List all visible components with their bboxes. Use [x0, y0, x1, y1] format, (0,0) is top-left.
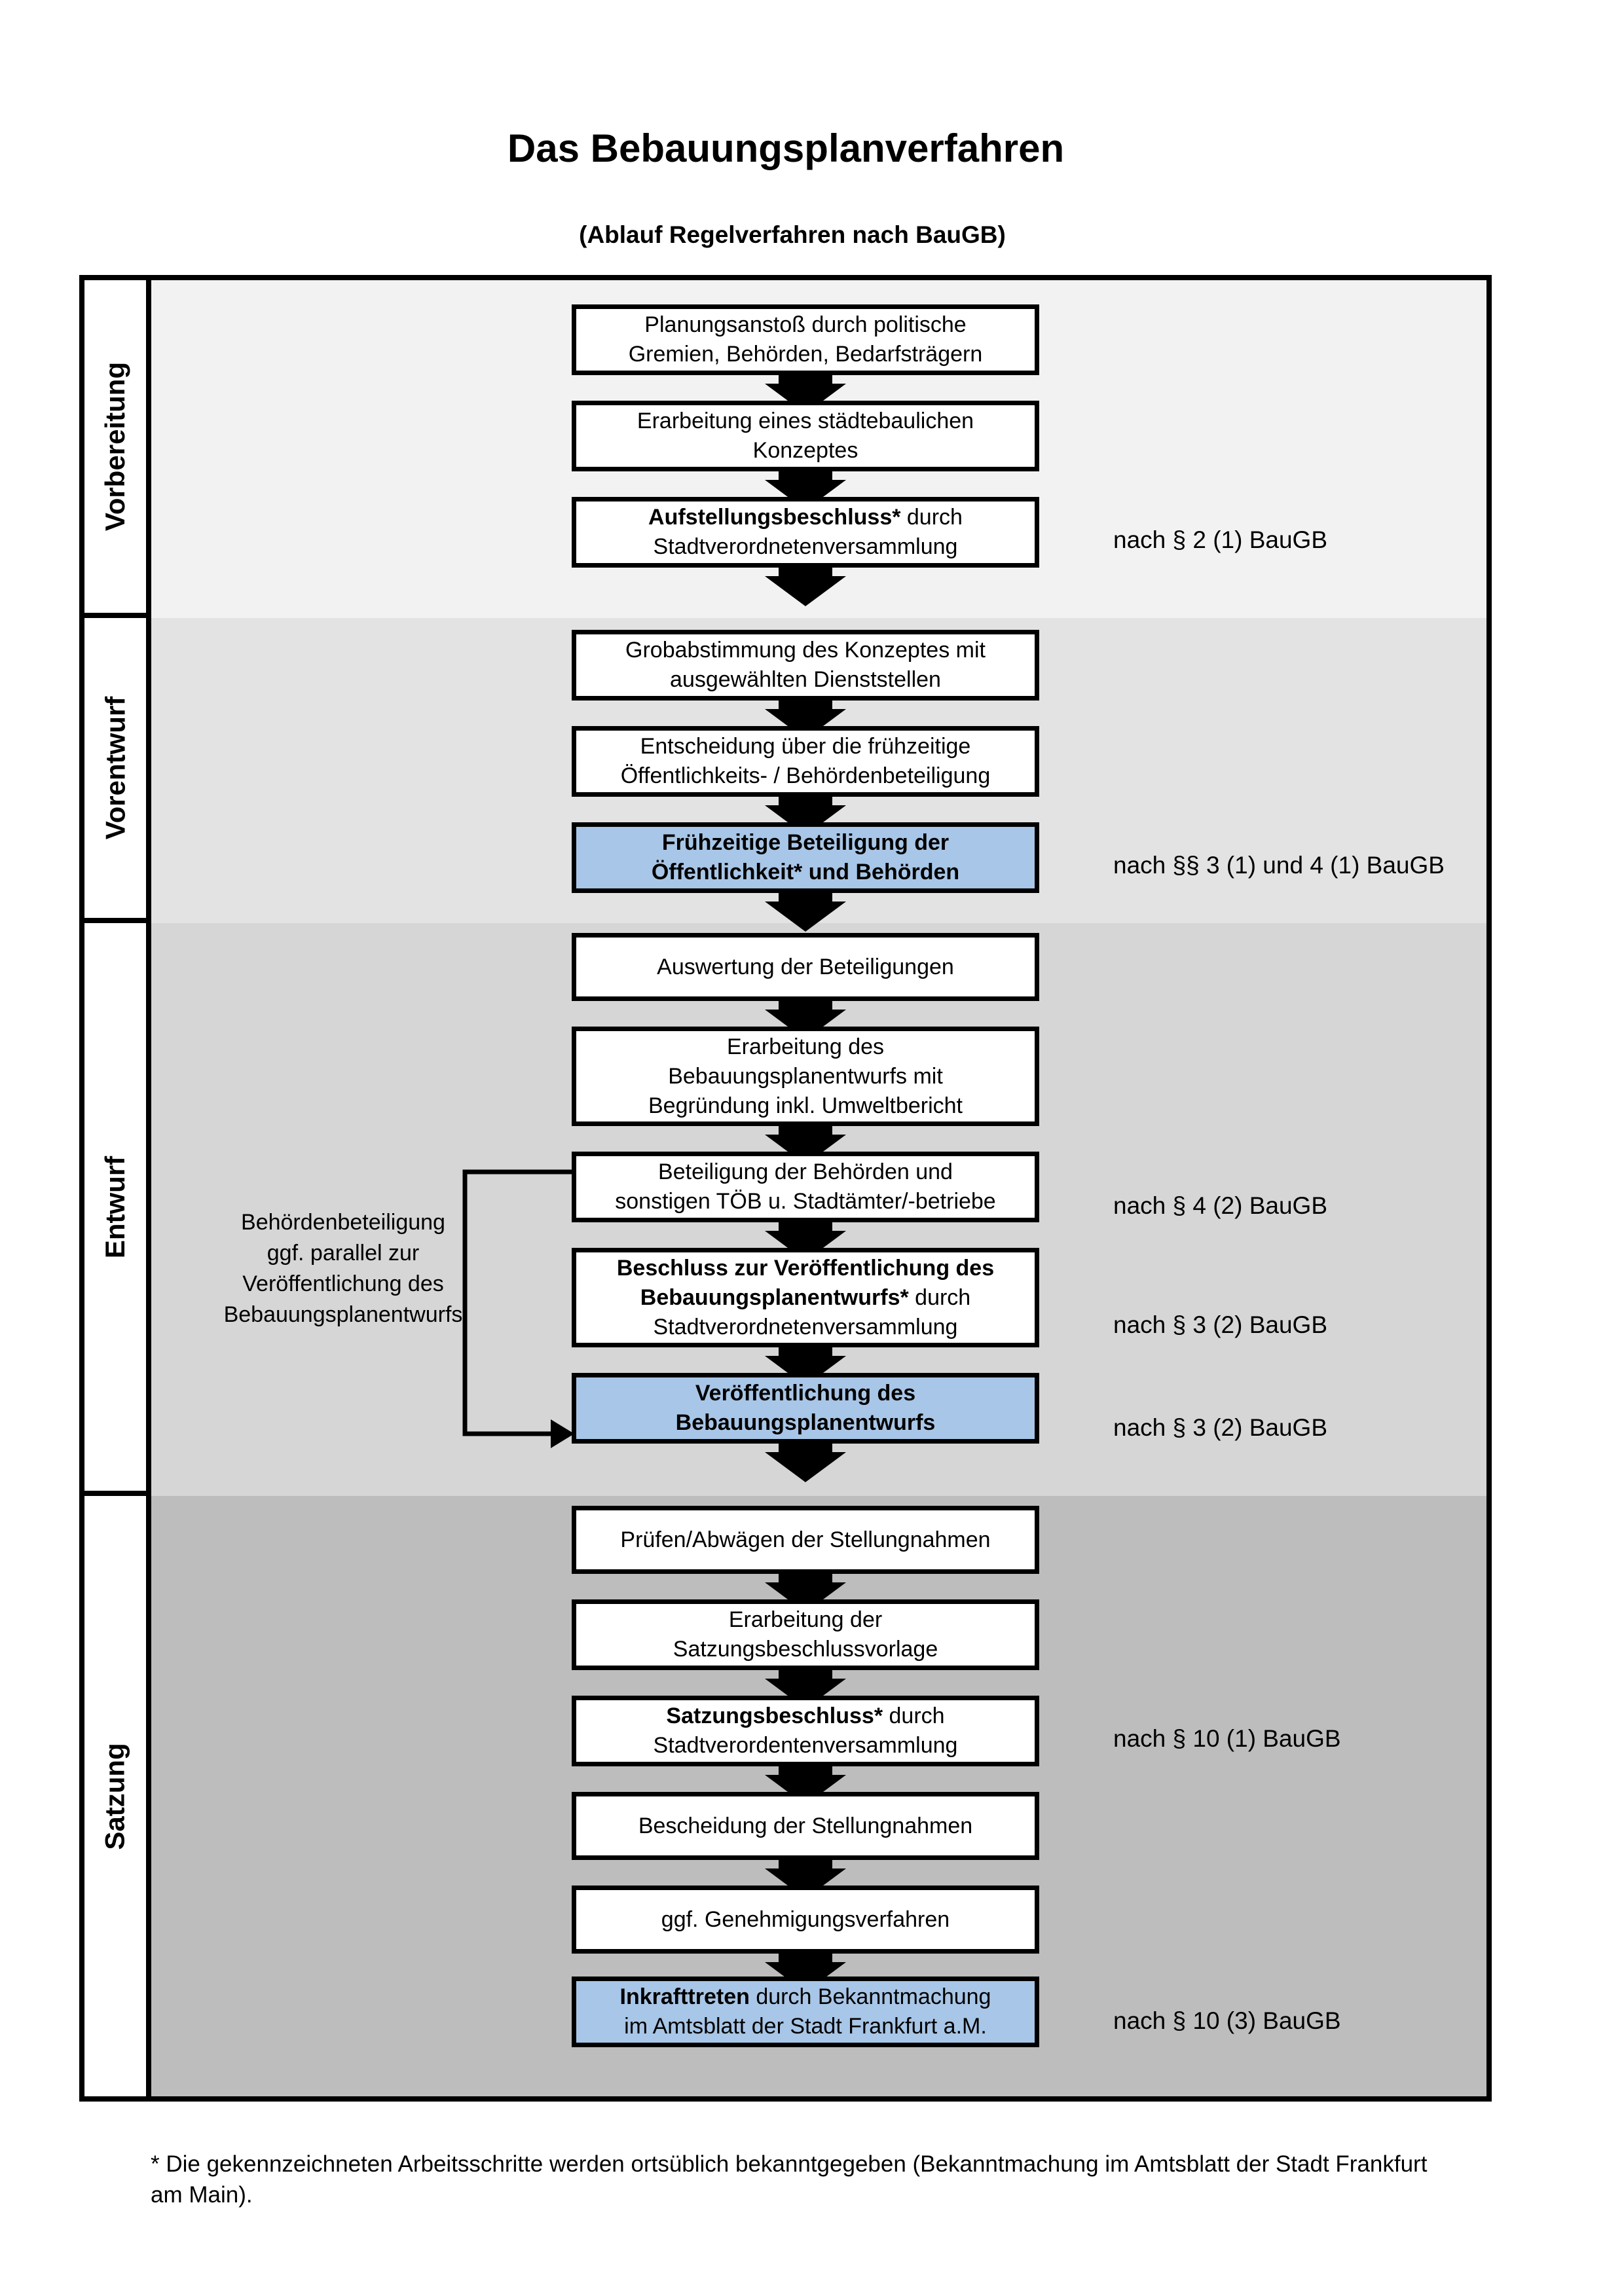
down-arrow-icon — [765, 565, 846, 606]
law-reference: nach § 3 (2) BauGB — [1113, 1311, 1328, 1338]
flow-box-line: im Amtsblatt der Stadt Frankfurt a.M. — [624, 2014, 987, 2039]
law-reference: nach §§ 3 (1) und 4 (1) BauGB — [1113, 852, 1445, 879]
law-reference: nach § 4 (2) BauGB — [1113, 1192, 1328, 1219]
phase-label-text: Entwurf — [100, 1156, 130, 1258]
flow-box: ggf. Genehmigungsverfahren — [572, 1886, 1039, 1954]
flow-box: Auswertung der Beteiligungen — [572, 933, 1039, 1001]
phase-label-text: Vorentwurf — [100, 696, 130, 840]
flow-box-line: Auswertung der Beteiligungen — [657, 954, 954, 979]
flow-box-line: ausgewählten Dienststellen — [670, 667, 941, 692]
flow-box-line: Konzeptes — [752, 438, 858, 463]
side-note-line: Behördenbeteiligung — [241, 1210, 445, 1235]
law-reference: nach § 10 (1) BauGB — [1113, 1725, 1341, 1752]
law-reference: nach § 3 (2) BauGB — [1113, 1414, 1328, 1441]
page-subtitle: (Ablauf Regelverfahren nach BauGB) — [579, 221, 1006, 248]
flow-box: Grobabstimmung des Konzeptes mit ausgewäh… — [572, 630, 1039, 701]
flow-box-line: sonstigen TÖB u. Stadtämter/-betriebe — [615, 1189, 996, 1214]
phase-label-text: Satzung — [100, 1742, 131, 1850]
process-diagram: Vorbereitung Vorentwurf Entwurf Satzung … — [79, 275, 1492, 2102]
flow-box-line: Stadtverordnetenversammlung — [653, 534, 958, 559]
flow-box-line: Öffentlichkeits- / Behördenbeteiligung — [620, 763, 991, 788]
down-arrow-icon — [765, 1441, 846, 1482]
flow-box: Prüfen/Abwägen der Stellungnahmen — [572, 1506, 1039, 1574]
flow-box-line: Veröffentlichung des — [695, 1381, 916, 1406]
flow-box-highlighted: Inkrafttreten durch Bekanntmachung im Amt… — [572, 1977, 1039, 2047]
flow-box-line: Bebauungsplanentwurfs mit — [668, 1063, 943, 1089]
flow-box-line: Beteiligung der Behörden und — [658, 1159, 953, 1184]
flow-box-line: Satzungsbeschluss* durch — [666, 1704, 945, 1728]
flow-box-line: Bescheidung der Stellungnahmen — [638, 1813, 973, 1838]
side-note-line: Veröffentlichung des — [242, 1271, 444, 1296]
flow-box: Bescheidung der Stellungnahmen — [572, 1792, 1039, 1860]
flow-box-line: Gremien, Behörden, Bedarfsträgern — [628, 342, 983, 367]
diagram-inner: Vorbereitung Vorentwurf Entwurf Satzung … — [84, 280, 1486, 2096]
footnote: * Die gekennzeichneten Arbeitsschritte w… — [151, 2151, 1428, 2208]
phase-label-entwurf: Entwurf — [84, 923, 151, 1496]
flow-box-line: Satzungsbeschlussvorlage — [673, 1637, 938, 1662]
side-note-line: ggf. parallel zur — [267, 1241, 420, 1266]
flow-box-line: Erarbeitung eines städtebaulichen — [637, 409, 974, 433]
side-note-line: Bebauungsplanentwurfs — [223, 1302, 463, 1327]
law-reference: nach § 2 (1) BauGB — [1113, 526, 1328, 553]
law-reference: nach § 10 (3) BauGB — [1113, 2007, 1341, 2034]
flow-box-line: ggf. Genehmigungsverfahren — [661, 1906, 950, 1932]
flow-box-line: Beschluss zur Veröffentlichung des — [616, 1255, 995, 1281]
flow-box-line: Prüfen/Abwägen der Stellungnahmen — [620, 1527, 991, 1552]
flow-box-line: Aufstellungsbeschluss* durch — [648, 505, 963, 530]
flow-box-line: Entscheidung über die frühzeitige — [640, 734, 971, 759]
flow-box-line: Stadtverordnetenversammlung — [653, 1314, 958, 1339]
phase-label-vorentwurf: Vorentwurf — [84, 618, 151, 923]
phase-label-vorbereitung: Vorbereitung — [84, 280, 151, 618]
flow-box-line: Frühzeitige Beteiligung der — [661, 830, 950, 855]
flow-box-line: Erarbeitung der — [728, 1607, 883, 1632]
flow-box-line: Erarbeitung des — [726, 1034, 885, 1059]
down-arrow-icon — [765, 890, 846, 932]
flow-box-line: Bebauungsplanentwurfs — [675, 1410, 936, 1435]
flow-box-line: Stadtverordentenversammlung — [653, 1733, 958, 1758]
flow-box: Beteiligung der Behörden und sonstigen TÖ… — [572, 1152, 1039, 1222]
page-title: Das Bebauungsplanverfahren — [507, 126, 1065, 170]
flow-box-line: Planungsanstoß durch politische — [644, 312, 967, 337]
phase-label-satzung: Satzung — [84, 1496, 151, 2096]
flow-box-line: Inkrafttreten durch Bekanntmachung — [619, 1984, 991, 2009]
flow-box-line: Grobabstimmung des Konzeptes mit — [625, 638, 986, 663]
phase-label-text: Vorbereitung — [100, 361, 131, 532]
flow-box-line: Öffentlichkeit* und Behörden — [651, 860, 960, 884]
flow-box-line: Begründung inkl. Umweltbericht — [648, 1093, 963, 1118]
flow-box-line: Bebauungsplanentwurfs* durch — [640, 1285, 971, 1310]
